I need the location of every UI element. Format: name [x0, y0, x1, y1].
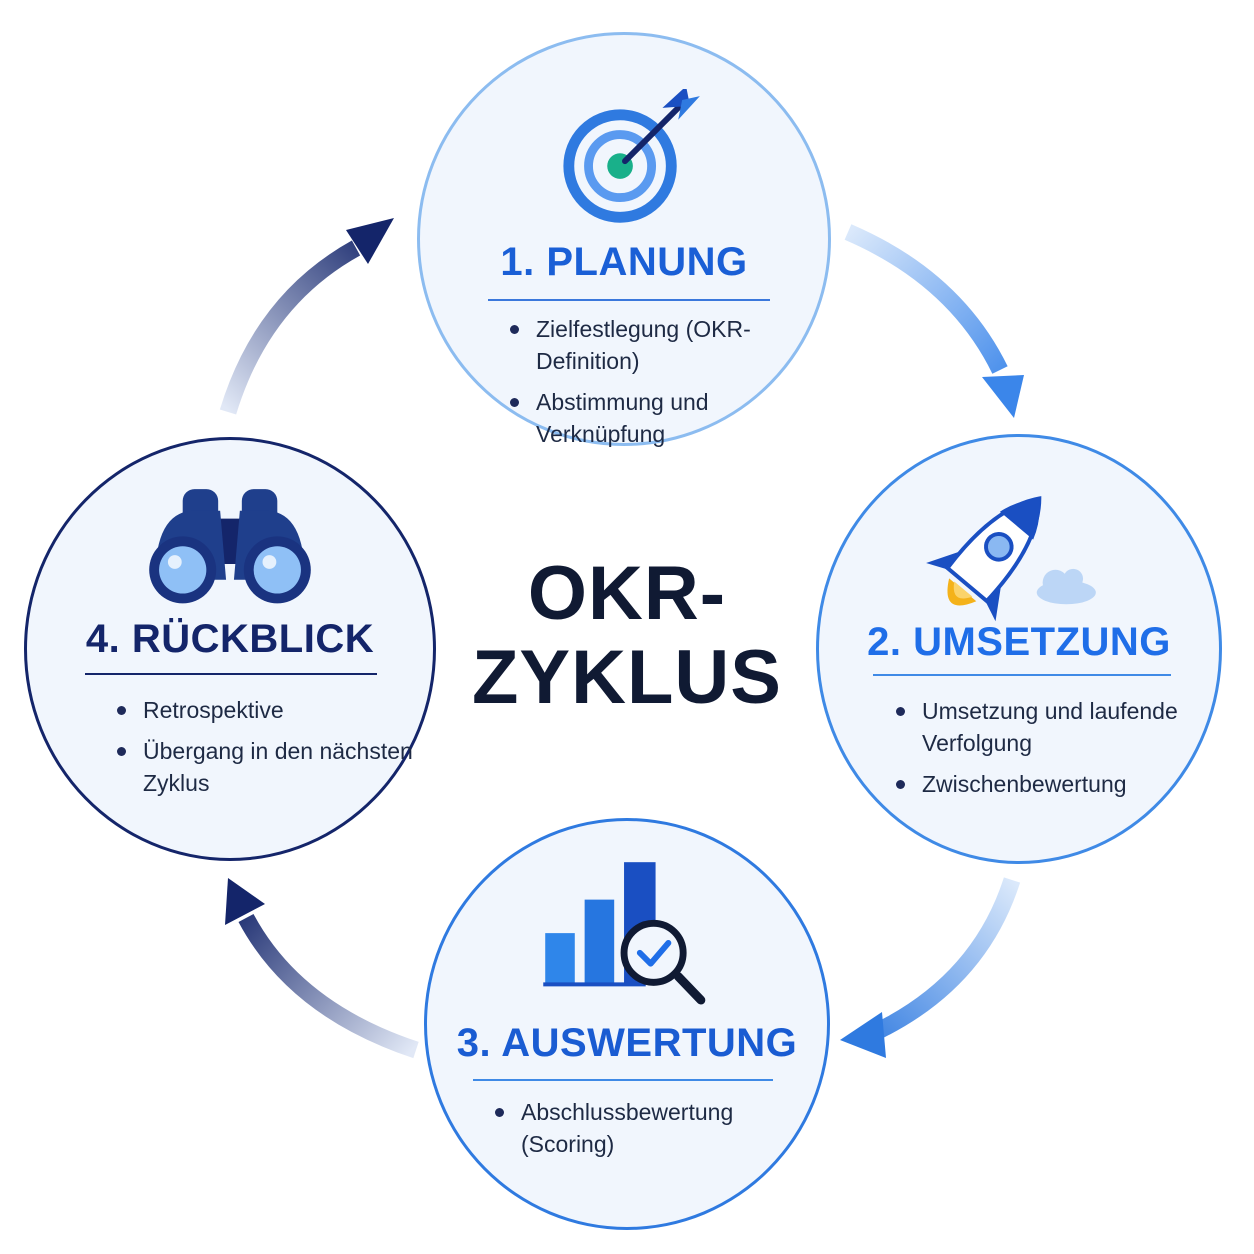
arrow-rueckblick-to-planung: [219, 218, 394, 415]
binoculars-icon: [149, 489, 311, 604]
list-item: Umsetzung und laufende Verfolgung: [894, 695, 1204, 759]
phase-rueckblick-circle: 4. RÜCKBLICK Retrospektive Übergang in d…: [24, 437, 436, 861]
rocket-icon: [926, 496, 1096, 622]
title-divider: [85, 673, 377, 675]
phase-umsetzung-circle: 2. UMSETZUNG Umsetzung und laufende Verf…: [816, 434, 1222, 864]
phase-title: 3. AUSWERTUNG: [456, 1021, 798, 1065]
title-divider: [473, 1079, 773, 1081]
phase-auswertung-circle: 3. AUSWERTUNG Abschlussbewertung (Scorin…: [424, 818, 830, 1230]
phase-planung-circle: 1. PLANUNG Zielfestlegung (OKR-Definitio…: [417, 32, 831, 447]
list-item: Zwischenbewertung: [894, 768, 1204, 800]
list-item: Zielfestlegung (OKR-Definition): [508, 313, 808, 377]
arrow-planung-to-umsetzung: [844, 224, 1024, 418]
phase-title: 4. RÜCKBLICK: [85, 617, 375, 661]
list-item: Übergang in den nächsten Zyklus: [115, 735, 415, 799]
phase-title: 2. UMSETZUNG: [867, 620, 1171, 664]
list-item: Abschlussbewertung (Scoring): [493, 1096, 803, 1160]
title-divider: [873, 674, 1171, 676]
arrow-umsetzung-to-auswertung: [840, 877, 1021, 1058]
target-icon: [563, 89, 700, 223]
list-item: Abstimmung und Verknüpfung: [508, 386, 808, 450]
arrow-auswertung-to-rueckblick: [225, 878, 419, 1059]
bullet-list: Zielfestlegung (OKR-Definition) Abstimmu…: [508, 313, 808, 459]
cycle-title-line1: OKR-: [527, 551, 727, 636]
phase-title: 1. PLANUNG: [500, 240, 748, 284]
cycle-title: OKR- ZYKLUS: [427, 552, 827, 720]
list-item: Retrospektive: [115, 694, 415, 726]
title-divider: [488, 299, 770, 301]
bullet-list: Abschlussbewertung (Scoring): [493, 1096, 803, 1169]
bullet-list: Umsetzung und laufende Verfolgung Zwisch…: [894, 695, 1204, 809]
bar-chart-magnifier-icon: [543, 862, 706, 1005]
cycle-title-line2: ZYKLUS: [472, 635, 782, 720]
bullet-list: Retrospektive Übergang in den nächsten Z…: [115, 694, 415, 808]
